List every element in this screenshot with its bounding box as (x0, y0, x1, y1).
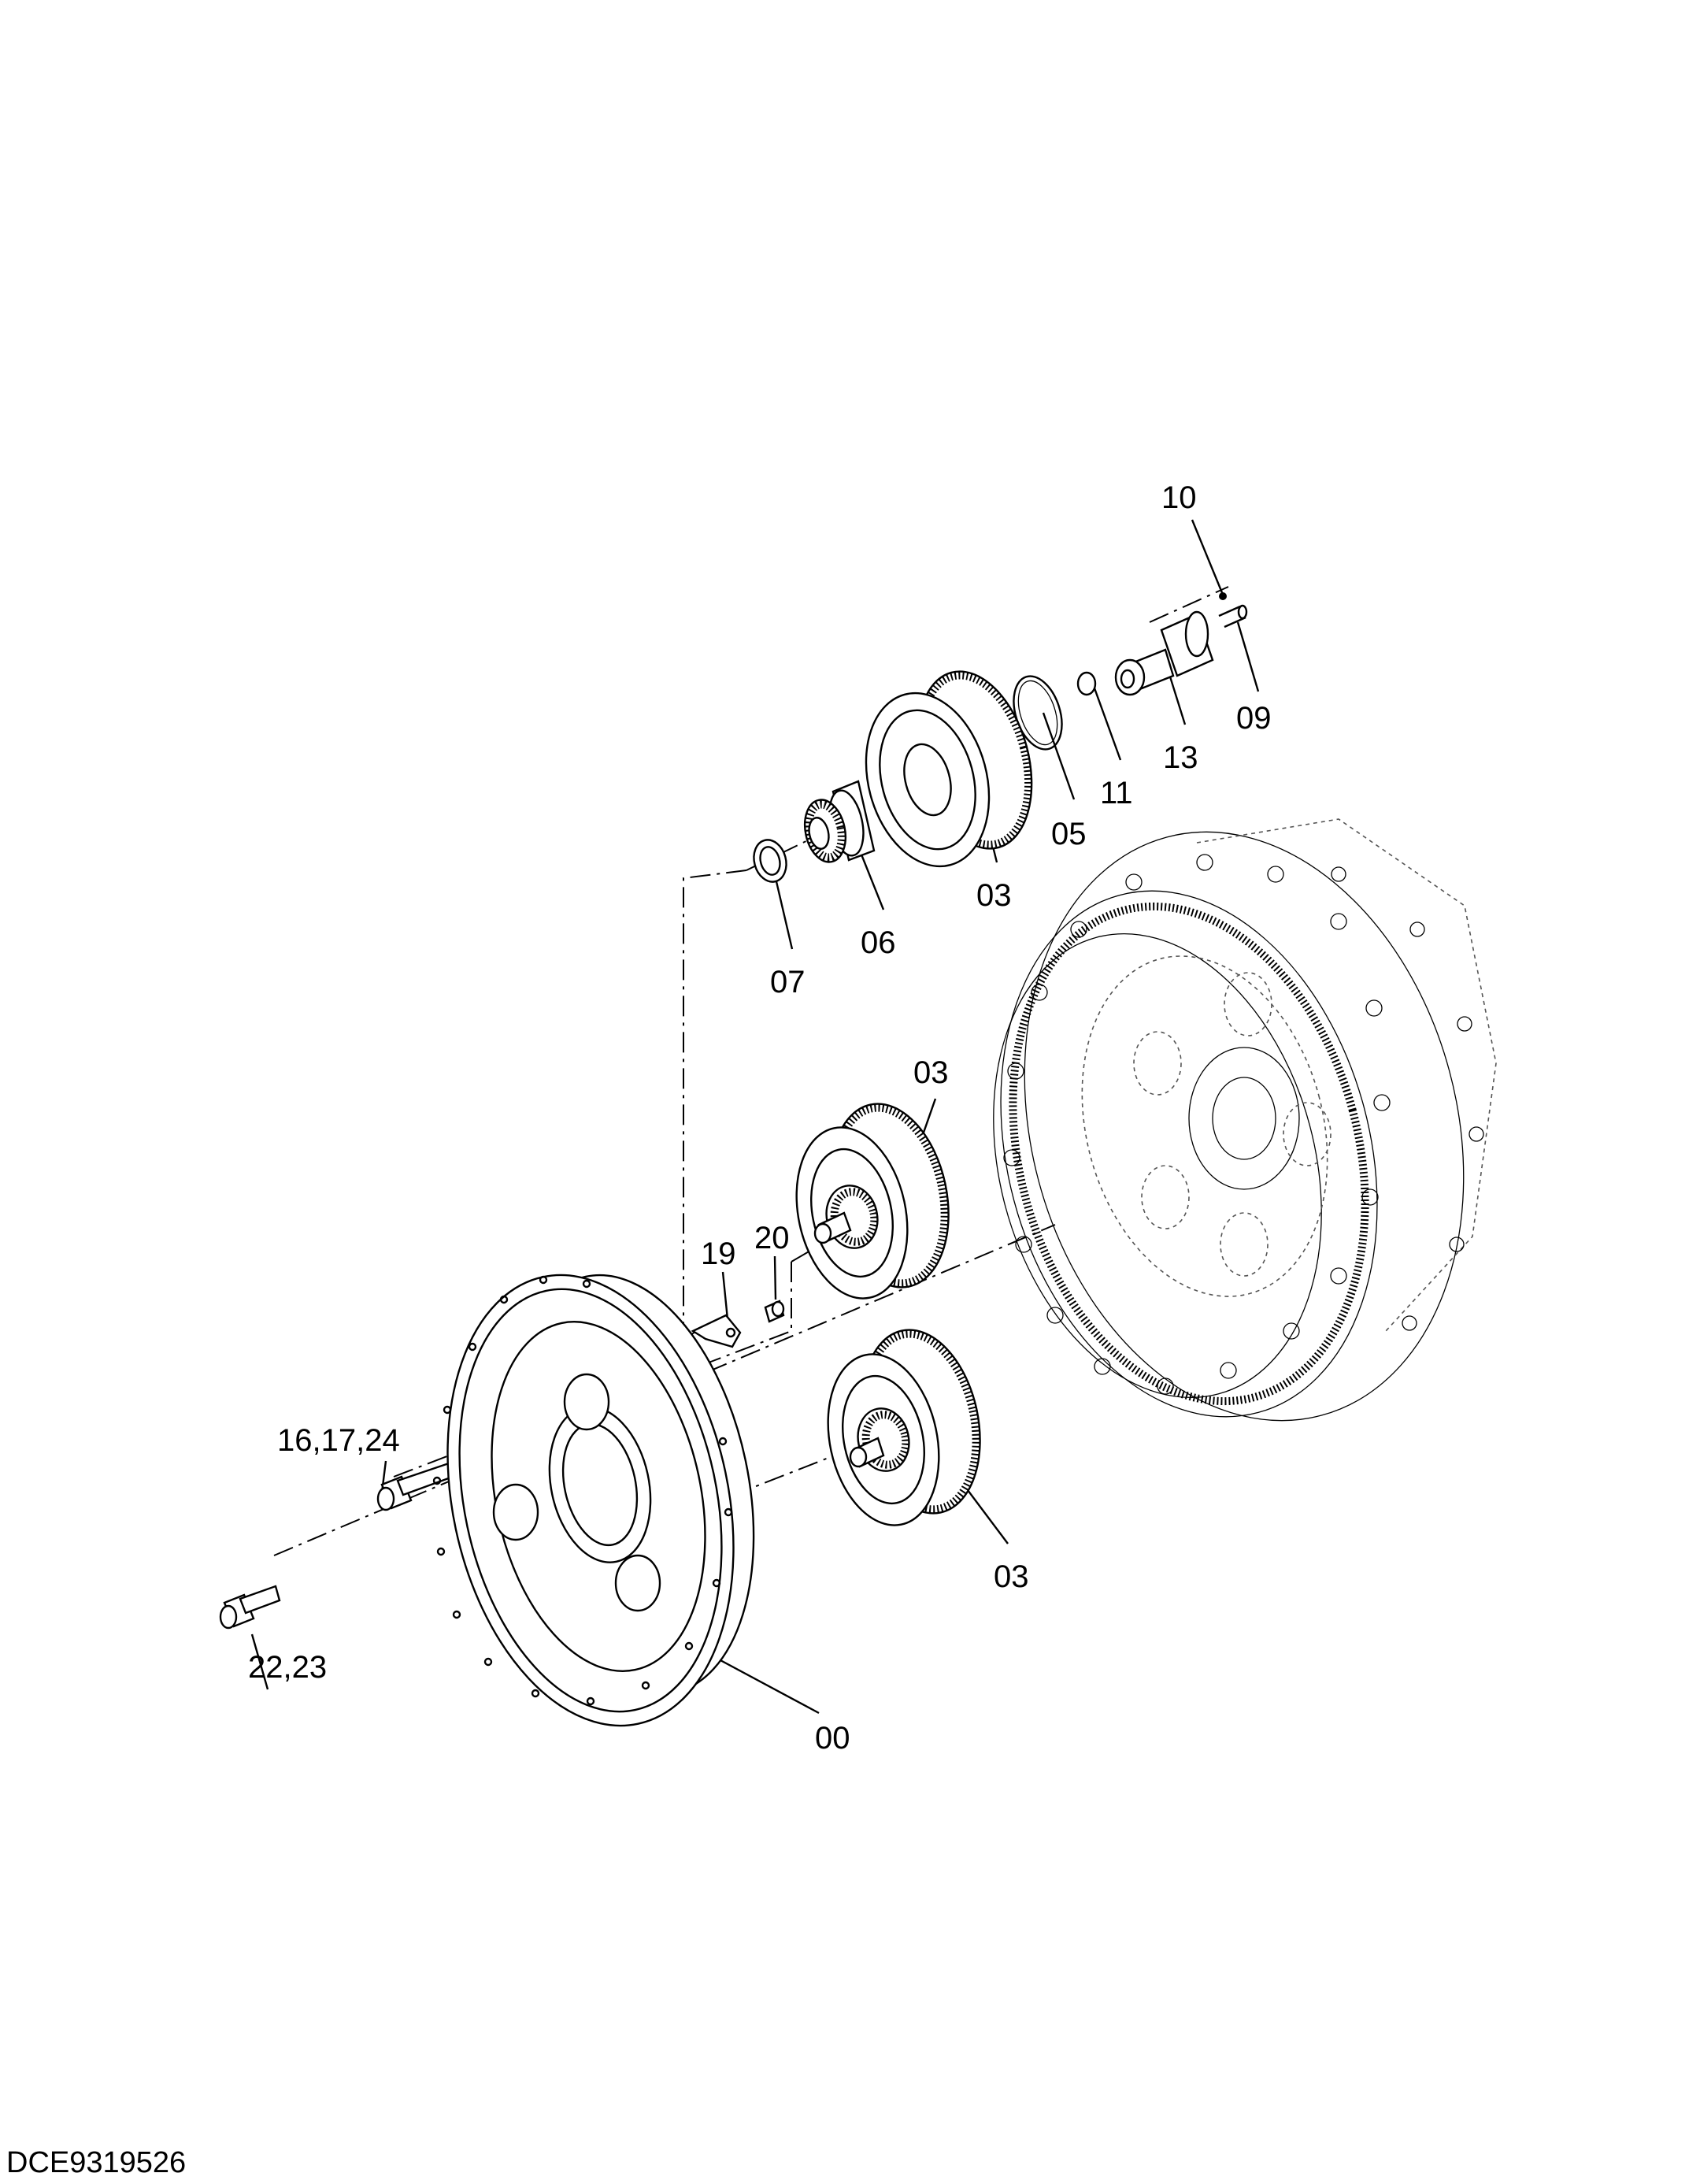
housing-assembly (993, 818, 1497, 1422)
planet-gear-upper (865, 670, 1033, 868)
callout-11: 11 (1100, 776, 1133, 810)
housing-bolt-heads (1003, 854, 1484, 1395)
shaft-part-13 (1114, 610, 1214, 696)
pin-part-09 (1218, 592, 1248, 629)
callout-20: 20 (754, 1221, 790, 1255)
callout-10: 10 (1161, 480, 1197, 515)
callout-05: 05 (1051, 817, 1087, 851)
callout-19: 19 (701, 1237, 736, 1271)
callout-labels: 10 09 13 11 05 03 06 07 03 19 20 16,17,2… (248, 480, 1272, 1756)
callout-03-middle: 03 (913, 1055, 949, 1090)
assembly-centerlines (273, 586, 1229, 1556)
leader-lines (250, 519, 1260, 1715)
carrier-bolt-holes (432, 1275, 733, 1706)
callout-16-17-24: 16,17,24 (277, 1423, 400, 1458)
callout-09: 09 (1236, 701, 1272, 736)
planet-gear-lower (827, 1329, 981, 1526)
bearing-part-06 (803, 780, 876, 863)
planet-gear-middle (795, 1103, 950, 1300)
callout-06: 06 (861, 925, 896, 960)
washer-part-07 (753, 839, 787, 883)
lock-plate-part-19 (691, 1314, 742, 1348)
callout-07: 07 (770, 965, 806, 999)
callout-22-23: 22,23 (248, 1650, 327, 1685)
planet-carrier-part-00 (432, 1274, 755, 1727)
document-id: DCE9319526 (6, 2146, 186, 2179)
screw-part-20 (764, 1300, 785, 1323)
bolt-part-16-17-24 (376, 1462, 454, 1511)
bolt-part-22-23 (219, 1585, 281, 1630)
disc-part-11 (1076, 671, 1097, 696)
callout-03-upper: 03 (976, 878, 1012, 913)
callout-00: 00 (815, 1721, 850, 1756)
callout-03-lower: 03 (994, 1559, 1029, 1594)
callout-13: 13 (1163, 740, 1198, 775)
